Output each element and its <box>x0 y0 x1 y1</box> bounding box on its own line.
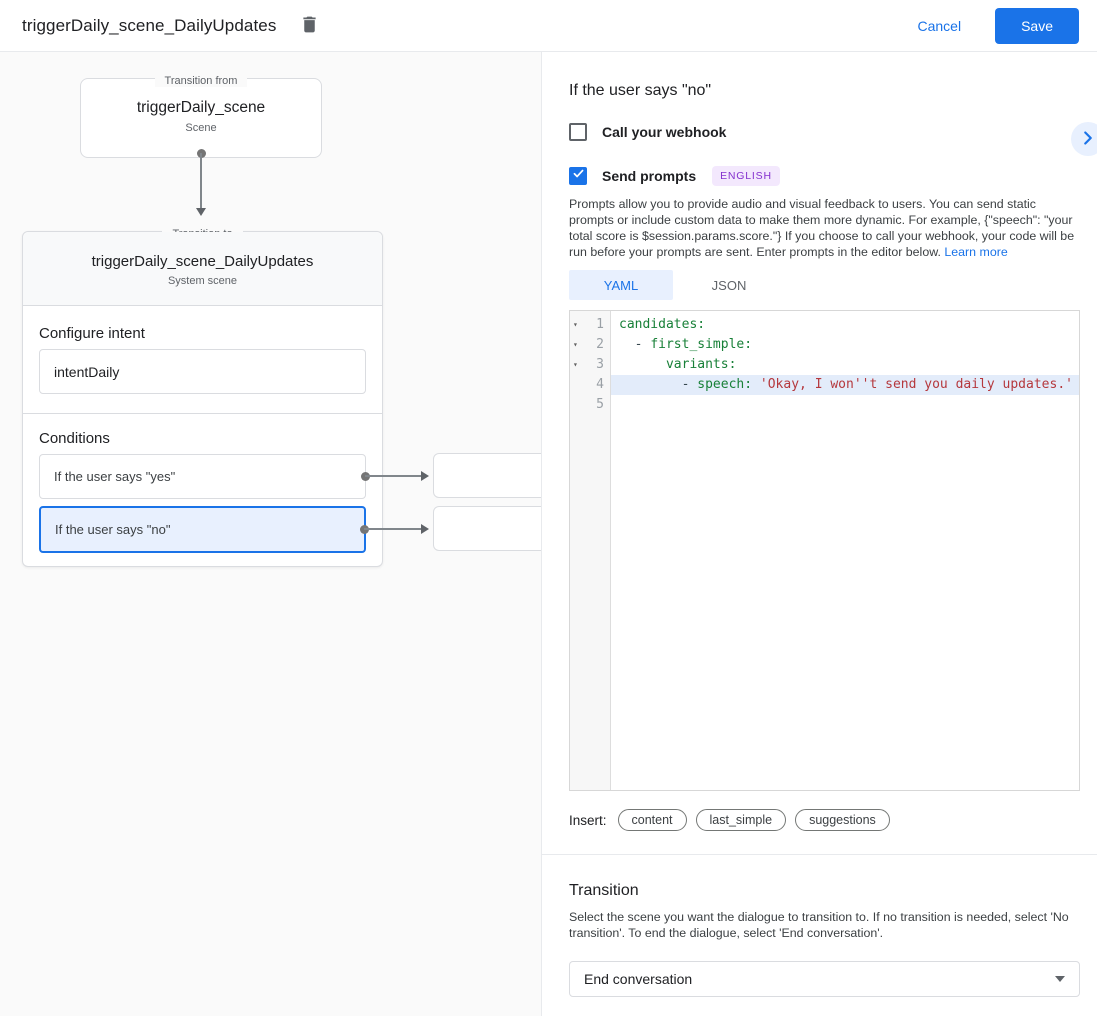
learn-more-link[interactable]: Learn more <box>944 245 1008 259</box>
connector-arrowhead <box>196 208 206 216</box>
save-button[interactable]: Save <box>995 7 1079 44</box>
insert-chip-last-simple[interactable]: last_simple <box>695 809 787 831</box>
trash-icon <box>299 14 320 38</box>
panel-divider <box>542 854 1097 855</box>
insert-snippet-row: Insert: content last_simple suggestions <box>569 809 1080 831</box>
connector-line <box>364 528 421 530</box>
editor-code-line[interactable] <box>611 395 1079 415</box>
editor-code-line[interactable]: variants: <box>665 357 737 372</box>
prompt-code-editor[interactable]: ▾1▾2▾3 4 5 candidates: - first_simple: var… <box>569 310 1080 791</box>
editor-line-number: ▾2 <box>570 335 610 355</box>
insert-chip-content[interactable]: content <box>617 809 687 831</box>
editor-code-line[interactable]: candidates: <box>619 317 706 332</box>
editor-line-number: 5 <box>596 397 604 412</box>
to-node-header: triggerDaily_scene_DailyUpdates System s… <box>23 232 382 306</box>
call-webhook-label: Call your webhook <box>602 124 727 140</box>
language-badge: ENGLISH <box>712 166 780 186</box>
no-transition-target-node[interactable] <box>433 506 541 551</box>
connector-arrowhead <box>421 471 429 481</box>
send-prompts-checkbox[interactable] <box>569 167 587 185</box>
delete-scene-button[interactable] <box>296 13 322 39</box>
call-webhook-checkbox[interactable] <box>569 123 587 141</box>
transition-scene-select[interactable]: End conversation <box>569 961 1080 997</box>
transition-selected-value: End conversation <box>584 971 693 987</box>
condition-row-yes[interactable]: If the user says "yes" <box>39 454 366 499</box>
fold-arrow-icon[interactable]: ▾ <box>573 320 578 329</box>
editor-code-line[interactable]: - first_simple: <box>619 337 753 352</box>
panel-title: If the user says "no" <box>569 82 712 99</box>
condition-row-no[interactable]: If the user says "no" <box>39 506 366 553</box>
configure-intent-heading: Configure intent <box>39 325 145 342</box>
send-prompts-label: Send prompts <box>602 168 697 184</box>
to-node-title: triggerDaily_scene_DailyUpdates <box>91 253 314 270</box>
editor-code-line[interactable]: - speech: 'Okay, I won''t send you daily… <box>611 375 1079 395</box>
fold-arrow-icon[interactable]: ▾ <box>573 340 578 349</box>
editor-line-number: ▾1 <box>570 315 610 335</box>
transition-from-label: Transition from <box>81 71 321 89</box>
editor-format-tabs: YAML JSON <box>569 270 1080 300</box>
collapse-panel-button[interactable] <box>1071 122 1097 156</box>
checkmark-icon <box>572 167 585 185</box>
connector-line <box>200 153 202 208</box>
fold-arrow-icon[interactable]: ▾ <box>573 360 578 369</box>
transition-from-node[interactable]: Transition from triggerDaily_scene Scene <box>80 75 322 158</box>
insert-label: Insert: <box>569 812 607 828</box>
conditions-heading: Conditions <box>39 430 110 447</box>
condition-label: If the user says "yes" <box>54 469 176 484</box>
transition-heading: Transition <box>569 882 639 899</box>
insert-chip-suggestions[interactable]: suggestions <box>795 809 890 831</box>
from-node-subtitle: Scene <box>185 122 217 134</box>
editor-line-number: ▾3 <box>570 355 610 375</box>
editor-code-area[interactable]: candidates: - first_simple: variants: - … <box>611 311 1079 790</box>
condition-label: If the user says "no" <box>55 522 171 537</box>
condition-detail-panel: If the user says "no" Call your webhook … <box>542 52 1097 1016</box>
transition-to-node[interactable]: Transition to triggerDaily_scene_DailyUp… <box>22 228 383 567</box>
chevron-right-icon <box>1077 127 1097 152</box>
prompts-description-text: Prompts allow you to provide audio and v… <box>569 197 1075 259</box>
tab-json[interactable]: JSON <box>711 277 747 293</box>
yes-transition-target-node[interactable] <box>433 453 541 498</box>
cancel-button[interactable]: Cancel <box>917 17 962 34</box>
editor-gutter: ▾1▾2▾3 4 5 <box>570 311 611 790</box>
scene-diagram-canvas: Transition from triggerDaily_scene Scene… <box>0 52 542 1016</box>
transition-description: Select the scene you want the dialogue t… <box>569 910 1069 940</box>
app-header: triggerDaily_scene_DailyUpdates Cancel S… <box>0 0 1097 52</box>
from-node-title: triggerDaily_scene <box>136 99 266 116</box>
intent-field[interactable]: intentDaily <box>39 349 366 394</box>
connector-line <box>365 475 421 477</box>
tab-yaml[interactable]: YAML <box>569 270 673 300</box>
caret-down-icon <box>1055 976 1065 982</box>
node-section-divider <box>23 413 382 414</box>
editor-line-number: 4 <box>596 377 604 392</box>
connector-arrowhead <box>421 524 429 534</box>
intent-value: intentDaily <box>54 363 120 380</box>
to-node-subtitle: System scene <box>167 275 238 287</box>
page-title: triggerDaily_scene_DailyUpdates <box>22 15 277 35</box>
prompts-description: Prompts allow you to provide audio and v… <box>569 196 1080 260</box>
